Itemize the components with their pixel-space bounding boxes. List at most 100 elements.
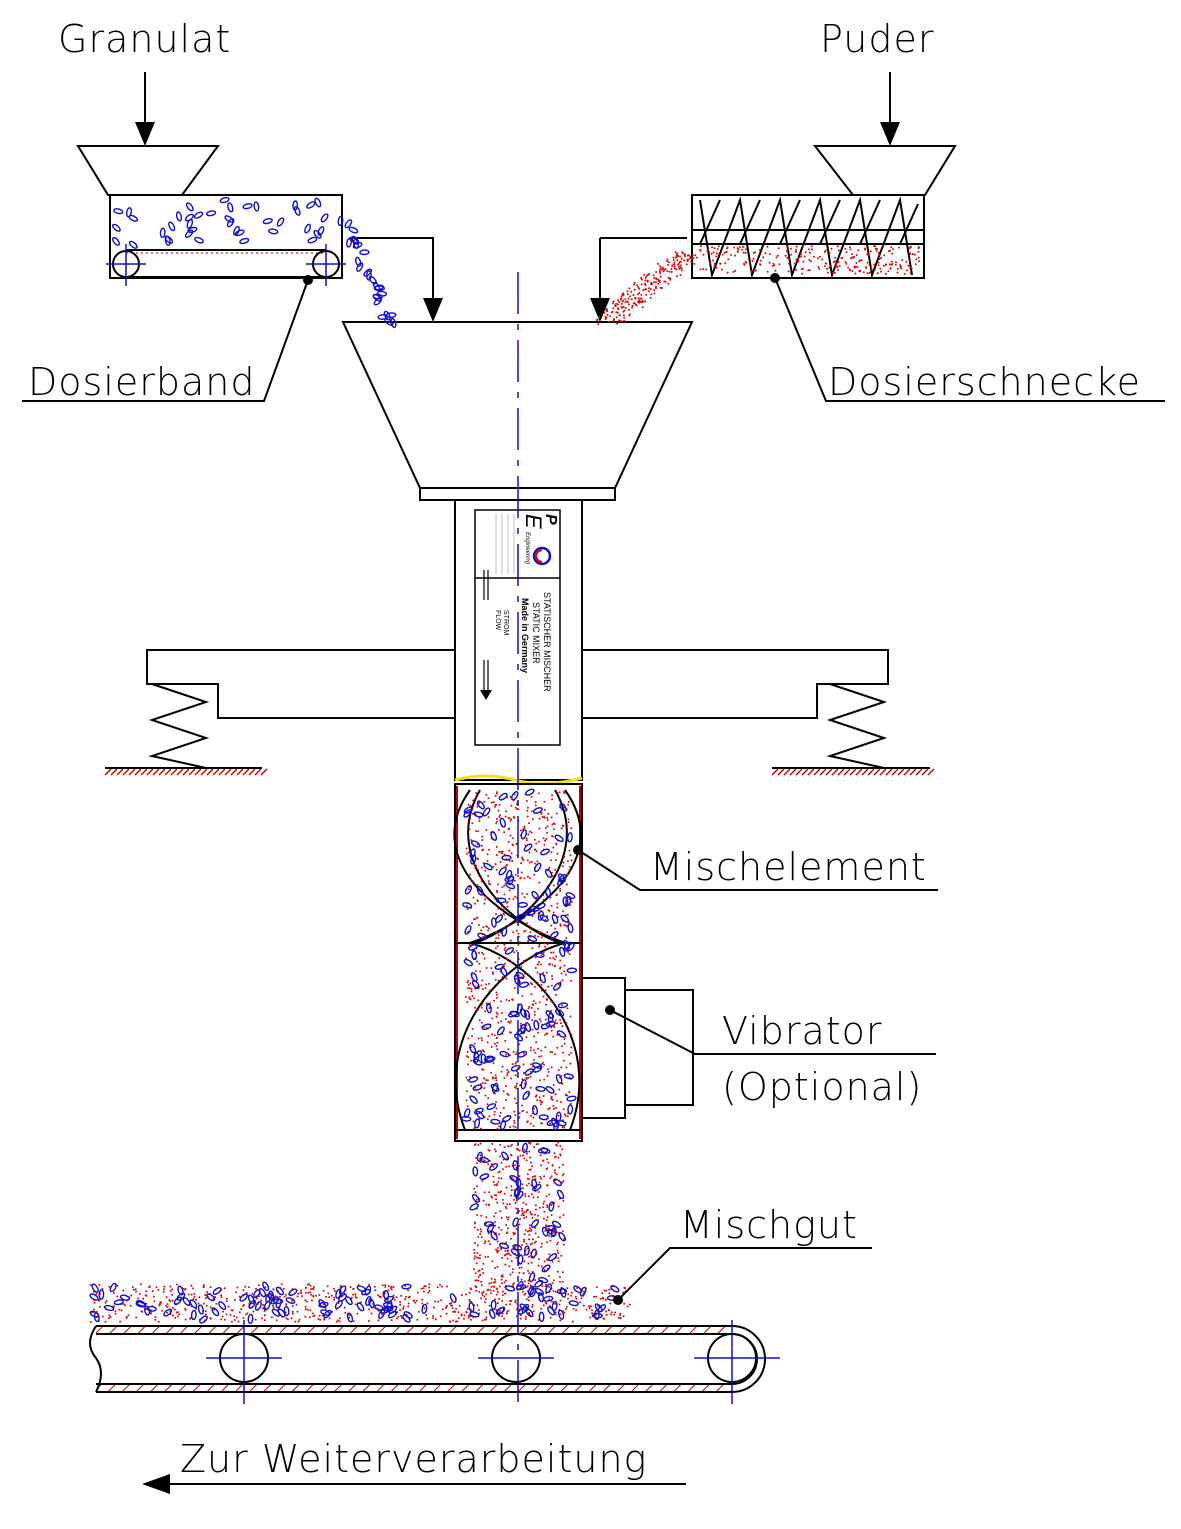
- powder-dot: [476, 916, 479, 919]
- powder-dot: [896, 268, 899, 270]
- powder-dot: [570, 827, 573, 830]
- screw-housing: [691, 194, 925, 279]
- powder-dot: [137, 1297, 140, 1300]
- powder-dot: [509, 819, 512, 822]
- powder-dot: [272, 1288, 275, 1291]
- powder-dot: [532, 1310, 535, 1313]
- powder-dot: [476, 1244, 479, 1247]
- powder-dot: [483, 1087, 486, 1090]
- powder-dot: [532, 1116, 535, 1119]
- powder-dot: [603, 311, 606, 314]
- powder-dot: [468, 828, 471, 831]
- powder-dot: [480, 1230, 483, 1233]
- powder-dot: [220, 1296, 223, 1298]
- powder-dot: [549, 1239, 552, 1242]
- powder-dot: [496, 1048, 499, 1051]
- powder-dot: [510, 804, 513, 807]
- powder-dot: [154, 1316, 157, 1319]
- powder-dot: [910, 267, 913, 270]
- powder-dot: [563, 1126, 566, 1129]
- powder-dot: [607, 1309, 610, 1311]
- powder-dot: [648, 273, 651, 276]
- powder-dot: [175, 1283, 178, 1286]
- powder-dot: [543, 942, 546, 945]
- powder-dot: [551, 798, 554, 801]
- granule: [483, 1055, 495, 1062]
- powder-dot: [528, 1224, 531, 1227]
- powder-dot: [527, 1007, 530, 1010]
- powder-dot: [514, 1201, 517, 1204]
- powder-dot: [732, 270, 735, 273]
- granule: [469, 848, 476, 859]
- powder-dot: [477, 1037, 480, 1040]
- powder-dot: [491, 1017, 494, 1020]
- granule: [509, 1010, 520, 1018]
- granule: [187, 226, 198, 233]
- granule: [488, 1309, 496, 1320]
- granule: [471, 1193, 480, 1203]
- powder-dot: [616, 311, 619, 314]
- powder-dot: [521, 1104, 523, 1107]
- powder-dot: [678, 267, 681, 270]
- powder-dot: [487, 1240, 490, 1243]
- powder-dot: [699, 268, 702, 271]
- ground-hatch-line: [188, 768, 196, 776]
- powder-dot: [498, 1125, 501, 1128]
- powder-dot: [711, 259, 714, 262]
- powder-dot: [548, 1253, 551, 1256]
- powder-dot: [542, 898, 545, 901]
- granule: [498, 1242, 510, 1250]
- powder-dot: [446, 1305, 448, 1307]
- powder-dot: [295, 1303, 298, 1306]
- granule: [285, 1297, 296, 1304]
- granule: [464, 925, 472, 935]
- powder-dot: [508, 827, 511, 830]
- powder-dot: [482, 1262, 485, 1265]
- powder-dot: [544, 1229, 547, 1232]
- powder-dot: [416, 1291, 419, 1294]
- powder-dot: [240, 1308, 243, 1311]
- powder-dot: [263, 1319, 266, 1322]
- powder-dot: [471, 1035, 473, 1038]
- powder-dot: [514, 895, 517, 898]
- granule: [146, 1305, 157, 1312]
- granule: [476, 885, 484, 896]
- powder-dot: [476, 805, 479, 808]
- powder-dot: [817, 266, 820, 268]
- powder-dot: [260, 1317, 263, 1320]
- powder-dot: [477, 924, 480, 926]
- ground-hatch-line: [885, 768, 893, 776]
- powder-dot: [251, 1292, 254, 1295]
- powder-dot: [246, 1312, 249, 1315]
- powder-dot: [453, 1310, 456, 1313]
- powder-dot: [392, 1294, 395, 1297]
- powder-dot: [526, 859, 529, 862]
- granule: [247, 1313, 254, 1325]
- powder-dot: [480, 1284, 483, 1287]
- powder-dot: [434, 1318, 437, 1321]
- powder-dot: [484, 1298, 487, 1301]
- powder-dot: [480, 866, 483, 869]
- powder-dot: [549, 962, 551, 965]
- powder-dot: [556, 1270, 559, 1273]
- powder-dot: [529, 1114, 532, 1117]
- powder-dot: [869, 250, 872, 253]
- powder-dot: [494, 794, 497, 797]
- powder-dot: [484, 1082, 487, 1085]
- granule: [373, 284, 384, 291]
- powder-dot: [675, 268, 678, 271]
- powder-dot: [169, 1285, 172, 1288]
- powder-dot: [465, 847, 468, 850]
- powder-dot: [884, 272, 887, 275]
- powder-dot: [479, 1142, 482, 1145]
- powder-dot: [495, 1076, 498, 1079]
- powder-dot: [570, 1046, 573, 1049]
- powder-dot: [531, 1255, 534, 1258]
- powder-dot: [653, 292, 656, 295]
- powder-dot: [562, 1180, 565, 1183]
- powder-dot: [525, 1024, 528, 1027]
- support-arm-left: [146, 649, 455, 719]
- powder-dot: [547, 985, 550, 988]
- powder-dot: [473, 1187, 476, 1190]
- powder-dot: [504, 1039, 507, 1042]
